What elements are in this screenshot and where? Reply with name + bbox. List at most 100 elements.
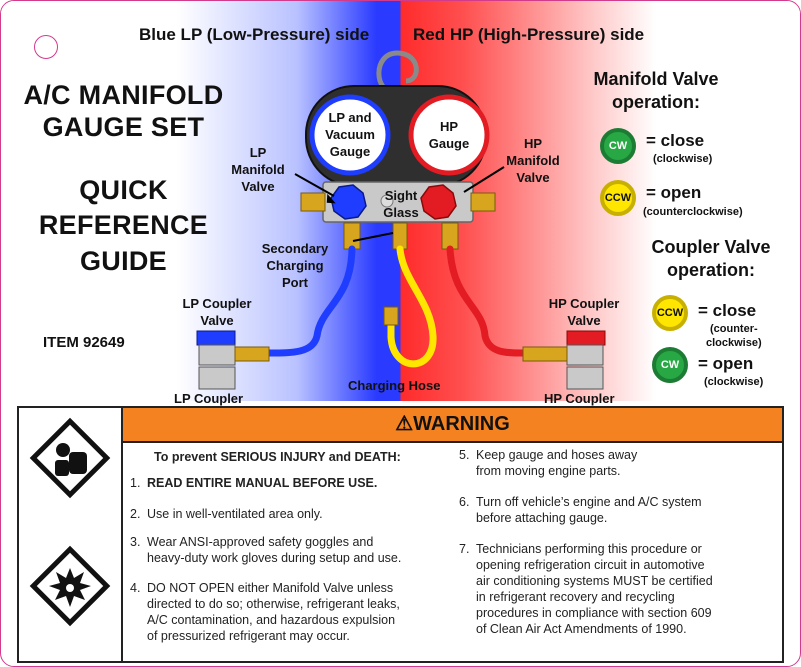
lp-manifold-valve-knob xyxy=(330,184,367,220)
secondary-port-label-line-2: Charging xyxy=(266,258,324,273)
manifold-open-ccw-icon: CCW xyxy=(600,180,636,216)
hp-gauge-label: HP Gauge xyxy=(414,118,484,152)
lp-coupler-valve-label-line-1: LP Coupler xyxy=(182,296,252,311)
warning-item-line: from moving engine parts. xyxy=(476,464,621,478)
warning-item-line: A/C contamination, and hazardous expulsi… xyxy=(147,613,396,627)
secondary-port-label-line-3: Port xyxy=(282,275,308,290)
lp-valve-arrowhead xyxy=(326,193,336,204)
hp-manifold-valve-label-line-1: HP xyxy=(523,136,543,151)
warning-item-number: 3. xyxy=(130,535,141,549)
lp-gauge-label-line-3: Gauge xyxy=(329,144,371,159)
manifold-ops-title-line-1: Manifold Valve xyxy=(593,69,719,89)
hp-manifold-valve-label: HP Manifold Valve xyxy=(498,135,568,186)
lp-manifold-valve-label-line-1: LP xyxy=(249,145,267,160)
hazard-pictogram-column xyxy=(19,408,123,661)
warning-item-line: READ ENTIRE MANUAL BEFORE USE. xyxy=(147,476,378,490)
charging-hose xyxy=(387,245,437,368)
warning-item-line: procedures in compliance with section 60… xyxy=(476,606,712,620)
warning-item-line: Technicians performing this procedure or xyxy=(476,542,702,556)
item-number: ITEM 92649 xyxy=(43,334,125,351)
manifold-ops-title: Manifold Valve operation: xyxy=(571,68,741,114)
warning-item-line: of pressurized refrigerant may occur. xyxy=(147,629,350,643)
hp-valve-pointer xyxy=(463,166,505,193)
lp-coupler-valve-label-line-2: Valve xyxy=(200,313,234,328)
secondary-port-pointer xyxy=(352,232,394,242)
lp-gauge-dial xyxy=(309,94,391,176)
coupler-close-sub-line-1: (counter- xyxy=(709,323,758,335)
hp-side-fitting xyxy=(470,192,496,212)
hp-manifold-valve-knob xyxy=(420,184,457,220)
hazard-pictograms xyxy=(29,417,111,627)
secondary-port-label-line-1: Secondary xyxy=(261,241,329,256)
sight-glass-label-line-2: Glass xyxy=(383,205,419,220)
warning-item-number: 7. xyxy=(459,542,470,556)
hp-manifold-valve-label-line-2: Manifold xyxy=(506,153,560,168)
lp-gauge-label: LP and Vacuum Gauge xyxy=(315,109,385,160)
manifold-close-sub: (clockwise) xyxy=(653,153,713,165)
warning-item-7: 7. Technicians performing this procedure … xyxy=(459,541,713,637)
warning-item-text: Technicians performing this procedure or… xyxy=(476,541,713,637)
warning-item-line: DO NOT OPEN either Manifold Valve unless xyxy=(147,581,394,595)
hp-gauge-dial xyxy=(408,94,490,176)
warning-item-line: air conditioning systems MUST be certifi… xyxy=(476,574,713,588)
charging-hose-end xyxy=(383,306,399,326)
hp-gauge-label-line-2: Gauge xyxy=(428,136,470,151)
hp-coupler-label: HP Coupler xyxy=(544,391,615,406)
lp-coupler-fitting xyxy=(234,346,270,362)
hp-gauge-label-line-1: HP xyxy=(439,119,459,134)
hp-hose-fitting xyxy=(441,222,459,250)
warning-header: ⚠WARNING xyxy=(123,408,782,443)
coupler-close-ccw-icon: CCW xyxy=(652,295,688,331)
title-line-2: GAUGE SET xyxy=(42,112,205,142)
lp-manifold-valve-label-line-3: Valve xyxy=(241,179,275,194)
coupler-close-sub-line-2: clockwise) xyxy=(706,337,762,349)
warning-item-number: 5. xyxy=(459,448,470,462)
secondary-charging-port-label: Secondary Charging Port xyxy=(255,240,335,291)
coupler-close-label: = close xyxy=(698,301,757,320)
sight-glass-label: Sight Glass xyxy=(371,187,431,221)
manifold-ops-title-line-2: operation: xyxy=(612,92,700,112)
hp-side-header: Red HP (High-Pressure) side xyxy=(413,25,645,44)
lp-coupler-valve-label: LP Coupler Valve xyxy=(174,295,260,329)
coupler-open-cw-icon: CW xyxy=(652,347,688,383)
hp-coupler-valve-cap xyxy=(566,330,606,346)
lp-manifold-valve-label-line-2: Manifold xyxy=(231,162,285,177)
title-line-3: QUICK xyxy=(79,175,168,205)
lp-hose-fitting xyxy=(343,222,361,250)
coupler-close-sub: (counter- clockwise) xyxy=(706,322,762,350)
warning-item-line: in refrigerant recovery and recycling xyxy=(476,590,675,604)
coupler-ops-title: Coupler Valve operation: xyxy=(626,236,796,282)
manifold-close-label: = close xyxy=(646,131,705,150)
center-hose-fitting xyxy=(392,222,408,250)
lp-gauge-label-line-2: Vacuum xyxy=(325,127,375,142)
hp-manifold-valve-label-line-3: Valve xyxy=(516,170,550,185)
sight-glass xyxy=(380,194,394,208)
hp-coupler-collar xyxy=(566,366,604,390)
warning-box: ⚠WARNING To prevent SERIOUS INJURY and D… xyxy=(17,406,784,663)
charging-hose-label: Charging Hose xyxy=(348,378,441,393)
title-line-5: GUIDE xyxy=(79,246,167,276)
warning-item-4: 4.DO NOT OPEN either Manifold Valve unle… xyxy=(130,580,400,644)
lp-side-fitting xyxy=(300,192,326,212)
explosion-hazard-icon xyxy=(29,545,111,627)
warning-intro: To prevent SERIOUS INJURY and DEATH: xyxy=(154,450,401,464)
lp-coupler-collar xyxy=(198,366,236,390)
warning-item-text: Turn off vehicle’s engine and A/C system… xyxy=(476,494,702,526)
manifold-close-cw-icon: CW xyxy=(600,128,636,164)
hp-coupler-valve-label-line-1: HP Coupler xyxy=(548,296,620,311)
coupler-open-sub: (clockwise) xyxy=(704,376,764,388)
hp-coupler-valve-label: HP Coupler Valve xyxy=(541,295,627,329)
lp-valve-pointer xyxy=(294,173,335,197)
lp-gauge-label-line-1: LP and xyxy=(328,110,372,125)
warning-item-line: Wear ANSI-approved safety goggles and xyxy=(147,535,374,549)
manifold-gauge-illustration xyxy=(196,50,606,390)
lp-coupler-valve-cap xyxy=(196,330,236,346)
sight-glass-label-line-1: Sight xyxy=(384,188,418,203)
hanging-hole xyxy=(34,35,58,59)
lp-coupler-body xyxy=(198,344,236,366)
lp-hose xyxy=(265,245,356,357)
